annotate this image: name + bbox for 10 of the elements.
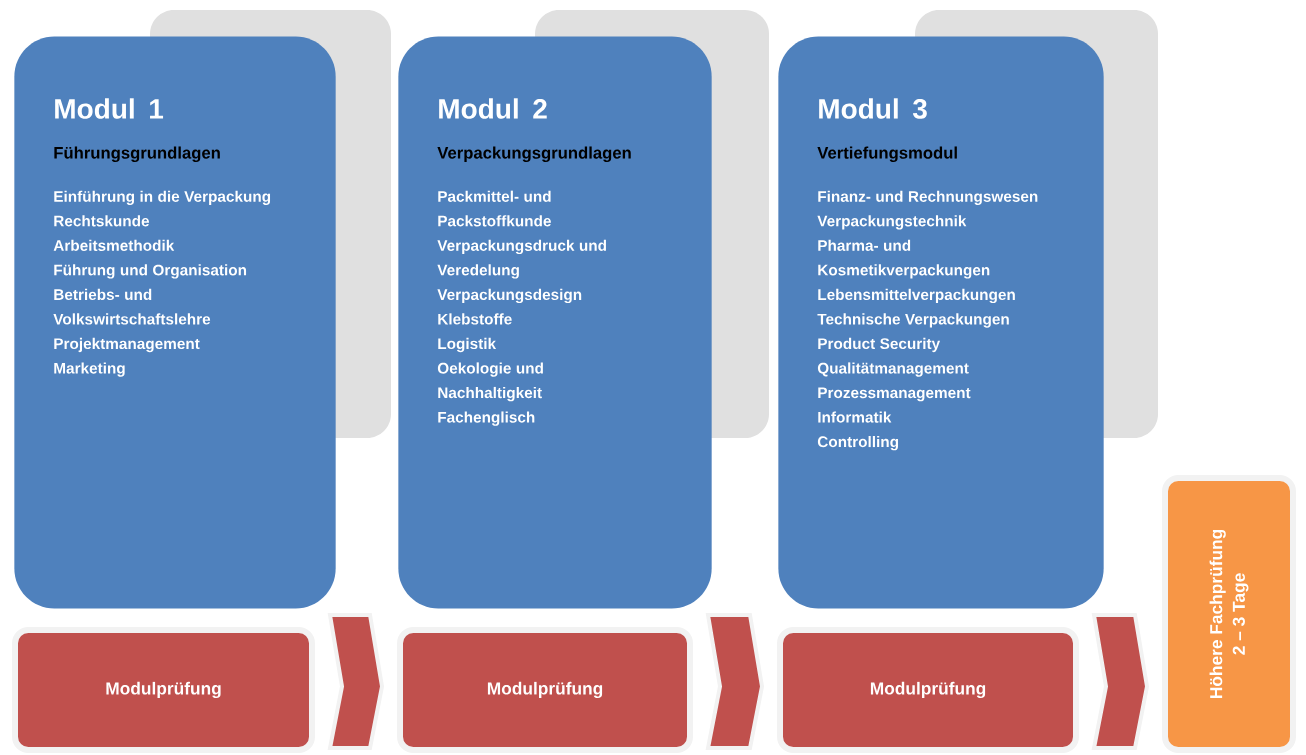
exam-box: Modulprüfung [777,627,1079,753]
exam-box: Modulprüfung [397,627,693,753]
exam-box: Modulprüfung [12,627,315,753]
chevron-arrow [327,613,385,750]
module-box: Modul 1 Führungsgrundlagen Einführung in die Verpackung Rechtskunde Arbeitsmethodik Führung und Organisation Betriebs- und Volkswirtschaftslehre Projektmanagement Marketing [14,36,336,609]
chevron-arrow [705,613,765,750]
final-exam-box: Höhere Fachprüfung 2 – 3 Tage [1162,475,1296,753]
module-box: Modul 3 Vertiefungsmodul Finanz- und Rechnungswesen Verpackungstechnik Pharma- und Kosmetikverpackungen Lebensmittelverpackungen Technische Verpackungen Product Security Qualitätmanagement Prozessmanagement Informatik Controlling [778,36,1104,609]
chevron-arrow [1091,613,1150,750]
module-box: Modul 2 Verpackungsgrundlagen Packmittel- und Packstoffkunde Verpackungsdruck und Veredelung Verpackungsdesign Klebstoffe Logistik Oekologie und Nachhaltigkeit Fachenglisch [398,36,712,609]
